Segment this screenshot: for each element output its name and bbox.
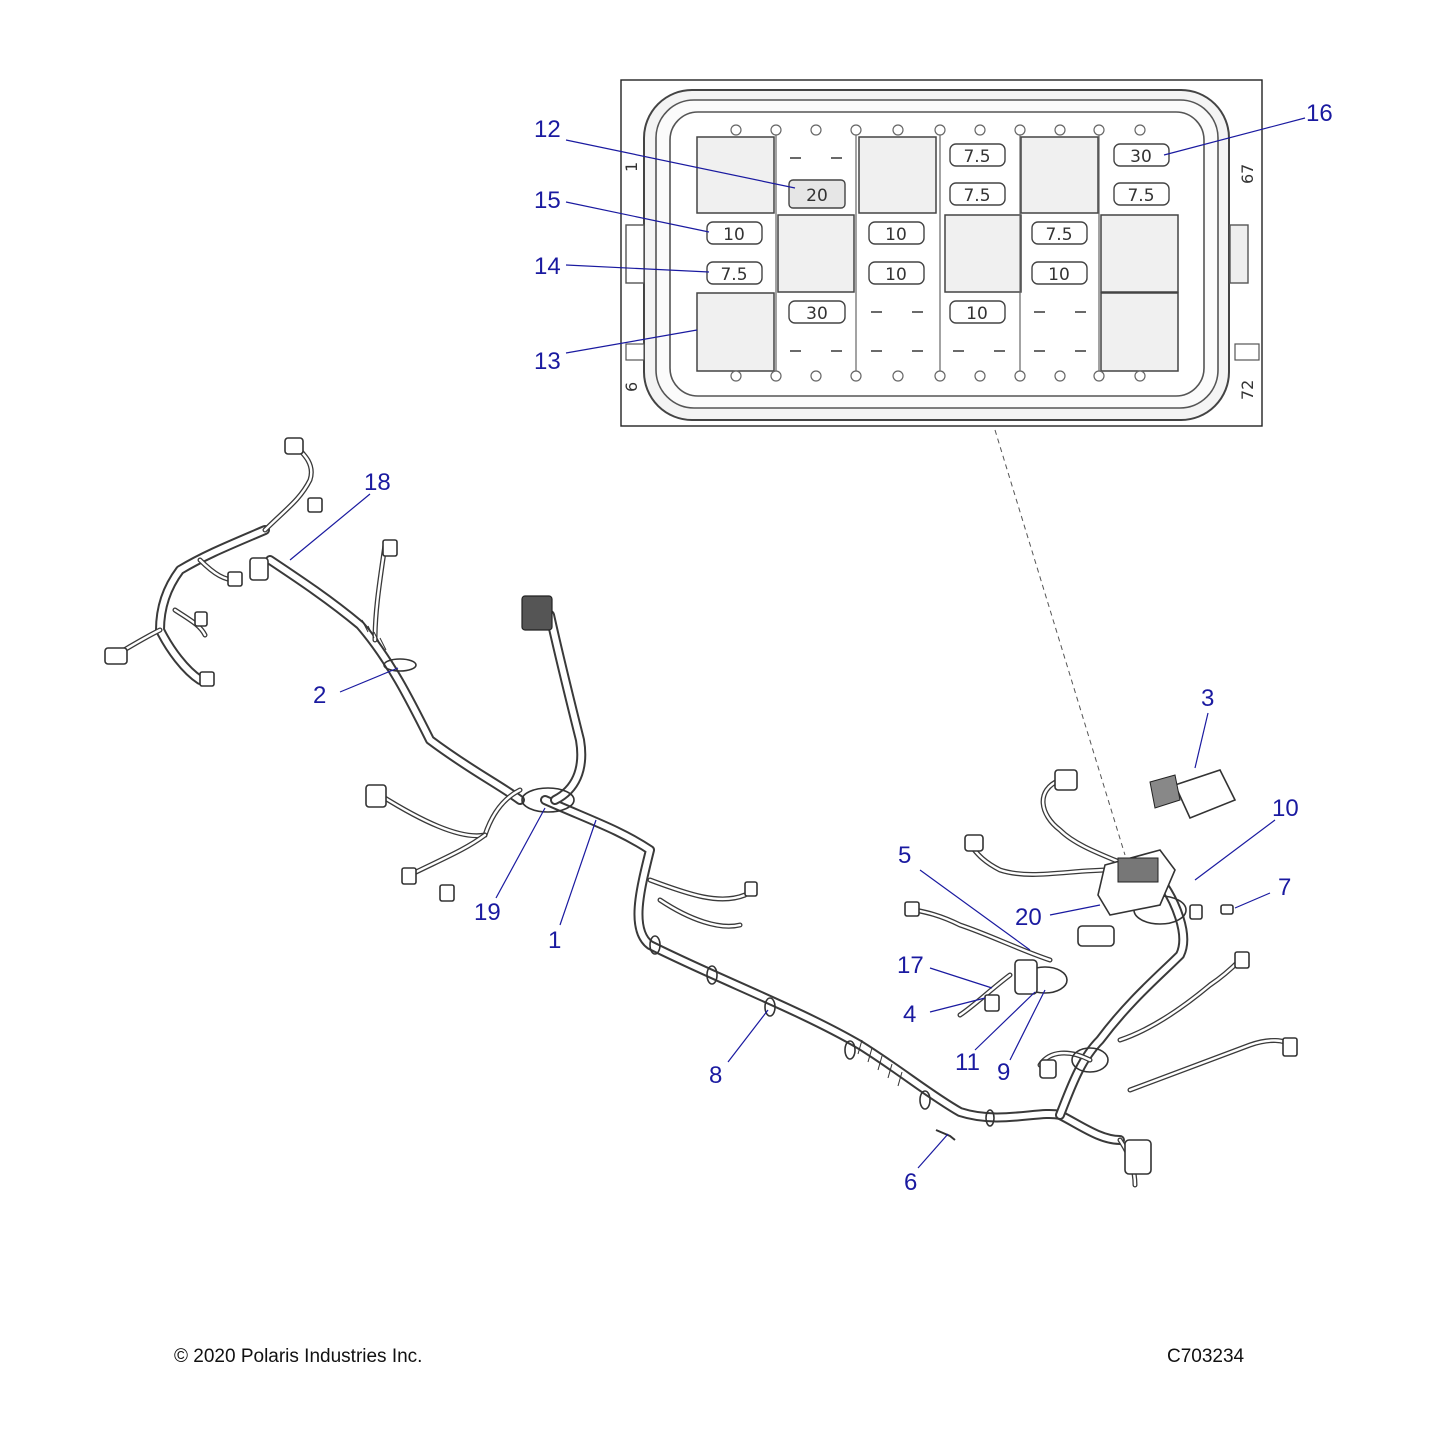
svg-text:7.5: 7.5 [963, 186, 990, 206]
power-distribution-module [1097, 849, 1176, 916]
fuse-10-col3: 10 [949, 300, 1006, 324]
leader-lines [289, 117, 1306, 1169]
fuse-7-5-col5: 7.5 [1113, 182, 1170, 206]
drawing-number: C703234 [1167, 1346, 1245, 1367]
callout-10: 10 [1272, 795, 1299, 822]
fuse-10-col2-a: 10 [868, 221, 925, 245]
relay-slots [696, 136, 1179, 372]
fuse-10-col2-b: 10 [868, 261, 925, 285]
callout-9: 9 [997, 1059, 1010, 1086]
callout-11: 11 [955, 1049, 980, 1076]
svg-text:7.5: 7.5 [1127, 186, 1154, 206]
fuses: 20 10 7.5 30 10 10 [706, 143, 1170, 324]
svg-text:7.5: 7.5 [720, 265, 747, 285]
callout-16: 16 [1306, 100, 1333, 127]
callout-8: 8 [709, 1062, 722, 1089]
fuse-16: 30 [1113, 143, 1170, 167]
svg-text:20: 20 [806, 186, 828, 206]
callout-12: 12 [534, 116, 561, 143]
svg-text:30: 30 [806, 304, 828, 324]
fuse-10-col4: 10 [1031, 261, 1088, 285]
callout-3: 3 [1201, 685, 1214, 712]
callout-4: 4 [903, 1001, 916, 1028]
connectors [104, 437, 1298, 1175]
fuse-15: 10 [706, 221, 763, 245]
callout-2: 2 [313, 682, 326, 709]
callout-19: 19 [474, 899, 501, 926]
callout-13: 13 [534, 348, 561, 375]
fuse-12: 20 [788, 179, 846, 209]
small-grommet [1220, 904, 1234, 915]
callout-5: 5 [898, 842, 911, 869]
callout-14: 14 [534, 253, 561, 280]
callout-6: 6 [904, 1169, 917, 1196]
copyright-notice: © 2020 Polaris Industries Inc. [174, 1346, 423, 1367]
callout-1: 1 [548, 927, 561, 954]
callout-17: 17 [897, 952, 924, 979]
edge-label-1: 1 [622, 162, 641, 172]
retaining-clip [935, 1129, 956, 1141]
svg-text:10: 10 [885, 265, 907, 285]
svg-text:7.5: 7.5 [1045, 225, 1072, 245]
fuse-14: 7.5 [706, 261, 763, 285]
svg-text:10: 10 [966, 304, 988, 324]
svg-text:10: 10 [723, 225, 745, 245]
fuse-30-left: 30 [788, 300, 846, 324]
svg-text:10: 10 [1048, 265, 1070, 285]
detail-projection-line [994, 429, 1126, 856]
edge-label-67: 67 [1238, 164, 1257, 184]
fuse-7-5-col4: 7.5 [1031, 221, 1088, 245]
callout-20: 20 [1015, 904, 1042, 931]
fuse-7-5-col3-b: 7.5 [949, 182, 1006, 206]
callout-18: 18 [364, 469, 391, 496]
svg-text:30: 30 [1130, 147, 1152, 167]
callout-7: 7 [1278, 874, 1291, 901]
fuse-7-5-col3-a: 7.5 [949, 143, 1006, 167]
svg-text:7.5: 7.5 [963, 147, 990, 167]
edge-label-72: 72 [1238, 380, 1257, 400]
callout-15: 15 [534, 187, 561, 214]
edge-label-6: 6 [622, 382, 641, 392]
svg-text:10: 10 [885, 225, 907, 245]
harness-assembly [104, 437, 1298, 1188]
callout-labels: 12 15 14 13 16 18 2 19 1 8 6 3 10 7 5 20… [313, 100, 1333, 1196]
fuse-box-cover [1149, 769, 1237, 820]
fuse-box-detail: 20 10 7.5 30 10 10 [620, 79, 1263, 427]
